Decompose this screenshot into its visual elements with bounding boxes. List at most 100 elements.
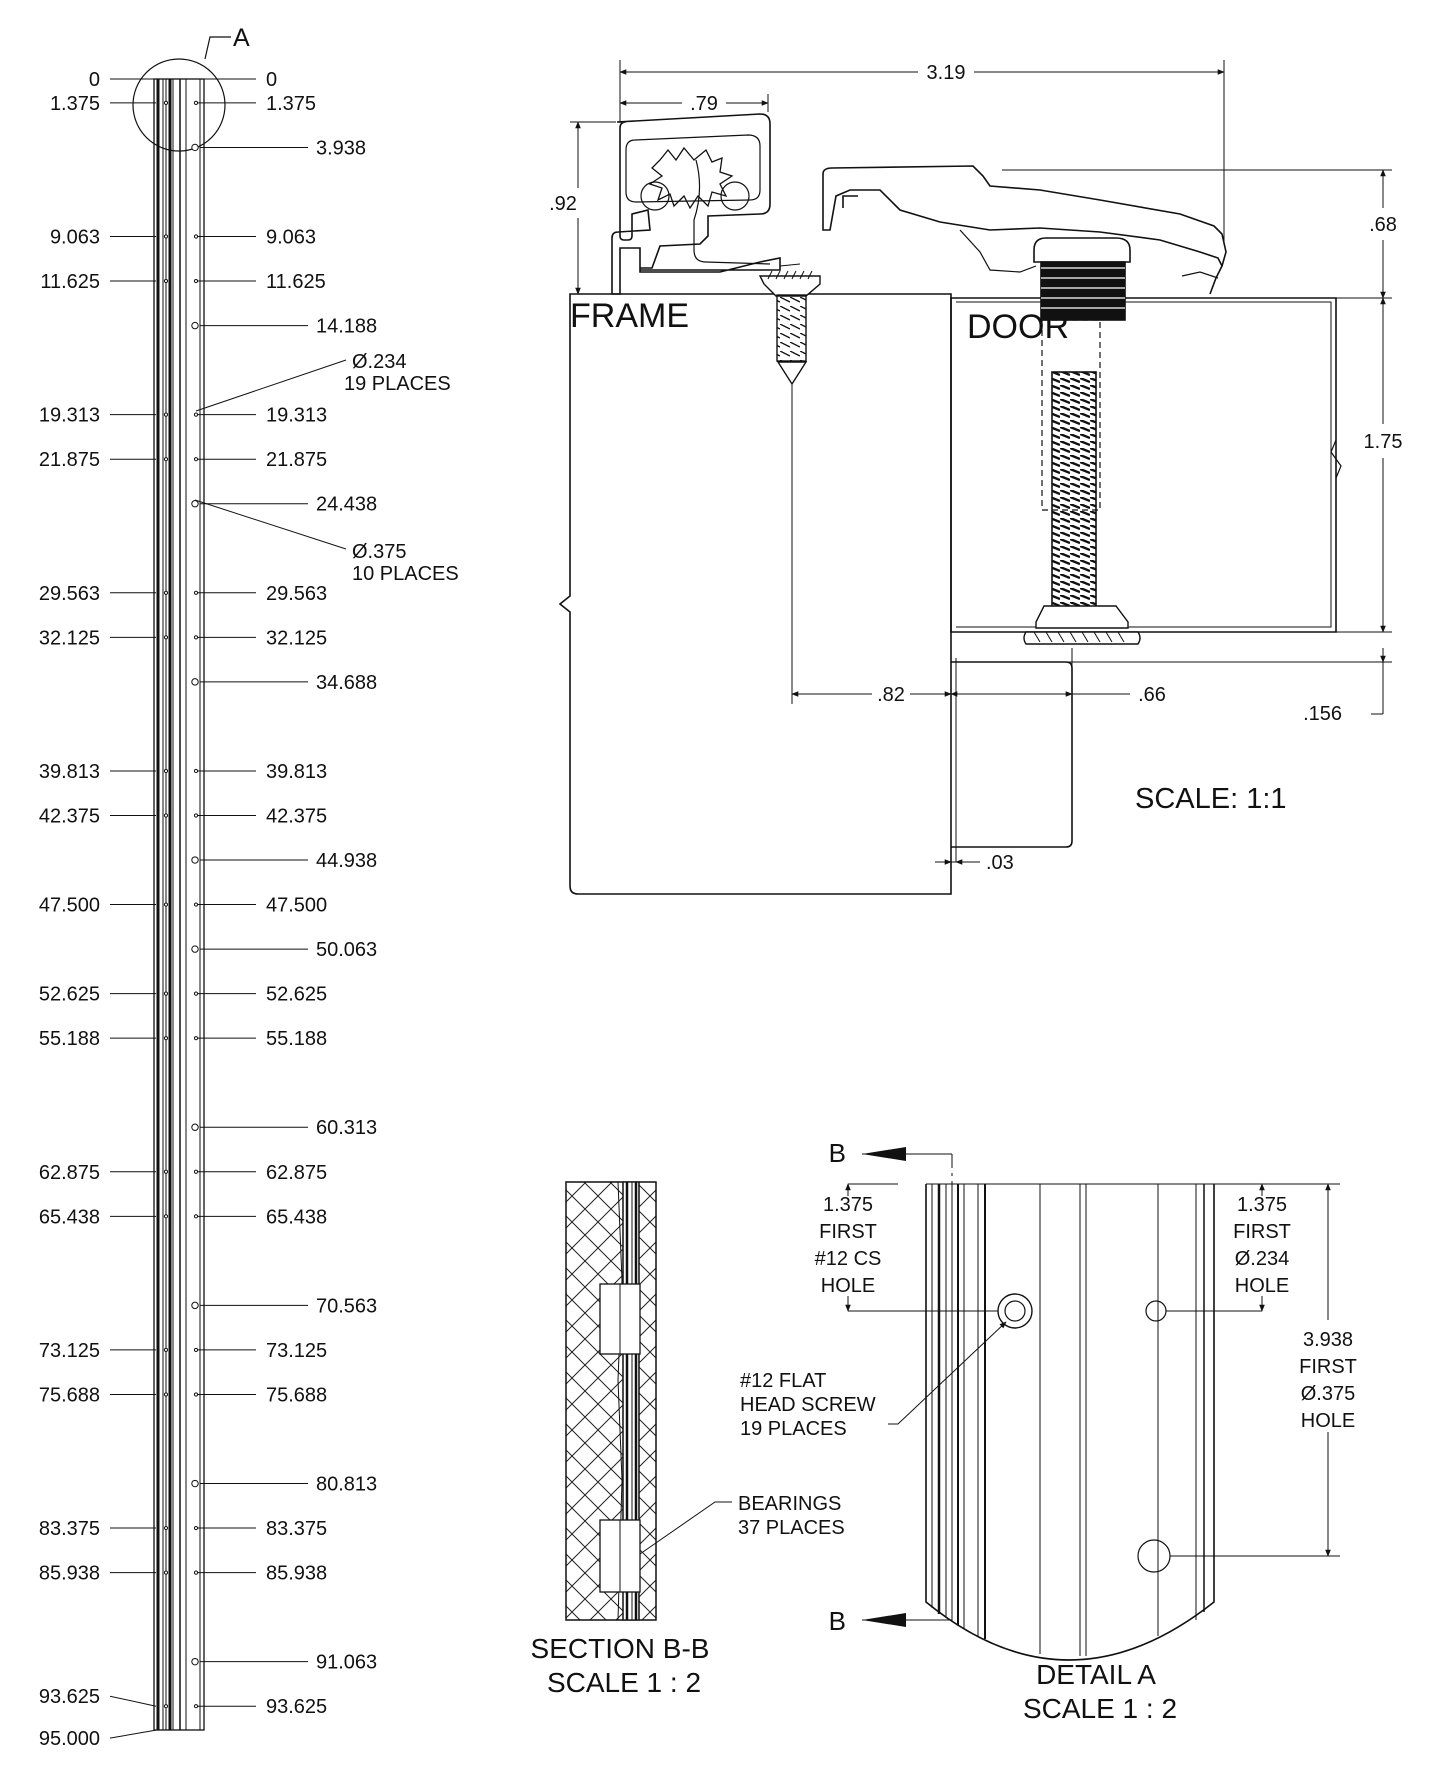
strip-hole-large [191,1479,199,1488]
strip-hole-small [163,1214,169,1219]
right-dim-label: 62.875 [266,1162,327,1184]
dim-door-leaf-height: .68 [1369,214,1397,236]
left-dim-label: 47.500 [39,895,100,917]
strip-hole-small [193,991,199,996]
strip-hole-small [193,1392,199,1397]
large-hole-note-count: 10 PLACES [352,563,459,585]
left-dim-label: 1.375 [50,93,100,115]
right-dim-label: 73.125 [266,1340,327,1362]
strip-hole-small [163,1392,169,1397]
left-dim-label: 32.125 [39,627,100,649]
left-dim-label: 85.938 [39,1563,100,1585]
door-label: DOOR [967,308,1069,346]
strip-hole-large [191,321,199,330]
left-dim-label: 83.375 [39,1518,100,1540]
strip-hole-small [193,457,199,462]
strip-hole-small [193,1570,199,1575]
large-hole-note-diameter: Ø.375 [352,541,406,563]
right-dim-label-large: 91.063 [316,1652,377,1674]
svg-text:HOLE: HOLE [821,1275,875,1297]
strip-hole-small [163,635,169,640]
dim-side-gap: .03 [986,852,1014,874]
svg-text:HOLE: HOLE [1235,1275,1289,1297]
left-dim-leader [109,1695,157,1707]
large-hole-first-note: 3.938 FIRST Ø.375 HOLE [1299,1329,1357,1432]
section-scale-label: SCALE: 1:1 [1135,783,1287,815]
strip-hole-small [163,1570,169,1575]
right-dim-label: 55.188 [266,1028,327,1050]
strip-hole-small [163,100,169,105]
right-dim-label: 9.063 [266,227,316,249]
strip-hole-small [163,1036,169,1041]
svg-text:1.375: 1.375 [1237,1194,1287,1216]
strip-hole-large [191,500,199,508]
svg-text:HEAD SCREW: HEAD SCREW [740,1394,876,1416]
strip-hole-small [163,1347,169,1353]
strip-hole-small [193,1525,199,1531]
right-dim-label: 1.375 [266,93,316,115]
detail-a-scale: SCALE 1 : 2 [1023,1693,1177,1724]
flat-head-screw-note: #12 FLAT HEAD SCREW 19 PLACES [740,1370,876,1440]
right-dim-label: 47.500 [266,895,327,917]
right-dim-label: 19.313 [266,405,327,427]
strip-hole-large [191,945,199,953]
right-dim-label: 21.875 [266,449,327,471]
dim-knuckle-width: .79 [690,93,718,115]
strip-hole-small [193,813,199,818]
strip-hole-small [193,1214,199,1219]
strip-hole-small [193,1036,199,1041]
left-dim-label: 42.375 [39,805,100,827]
dim-frame-screw-offset: .82 [877,684,905,706]
right-dim-label-large: 3.938 [316,137,366,159]
section-bb-view [565,1181,732,1621]
strip-hole-large [191,678,199,686]
svg-text:1.375: 1.375 [823,1194,873,1216]
section-bb-title: SECTION B-B [531,1633,710,1664]
strip-dimension-labels: 01.3759.06311.62519.31321.87529.56332.12… [39,69,377,1750]
right-dim-label-large: 80.813 [316,1474,377,1496]
left-dim-label: 21.875 [39,449,100,471]
right-dim-label: 65.438 [266,1206,327,1228]
strip-hole-small [163,813,169,818]
section-bb-scale: SCALE 1 : 2 [547,1667,701,1698]
bearing-note-line1: BEARINGS [738,1493,841,1515]
strip-hole-small [193,590,199,595]
right-dim-label: 85.938 [266,1563,327,1585]
right-dim-label: 75.688 [266,1384,327,1406]
svg-text:FIRST: FIRST [819,1221,877,1243]
strip-hole-large [191,1657,199,1666]
dim-door-offset: .66 [1138,684,1166,706]
svg-text:FIRST: FIRST [1233,1221,1291,1243]
strip-hole-small [163,412,169,417]
left-dim-label: 9.063 [50,227,100,249]
left-dim-label: 19.313 [39,405,100,427]
svg-text:FIRST: FIRST [1299,1356,1357,1378]
left-dim-label: 93.625 [39,1686,100,1708]
strip-hole-large [191,143,199,152]
dim-door-thickness: 1.75 [1364,431,1403,453]
detail-a-circle [132,58,226,152]
svg-text:Ø.375: Ø.375 [1301,1383,1355,1405]
strip-hole-small [193,1169,199,1174]
left-dim-label: 95.000 [39,1728,100,1750]
strip-hole-large [191,1123,199,1131]
strip-hole-small [163,457,169,462]
strip-hole-small [193,635,199,640]
section-marker-bottom: B [829,1606,846,1636]
right-dim-label-large: 34.688 [316,672,377,694]
left-dim-label: 73.125 [39,1340,100,1362]
right-dim-label-large: 24.438 [316,494,377,516]
right-dim-label-large: 70.563 [316,1295,377,1317]
strip-hole-large [191,1301,199,1310]
strip-hole-small [193,768,199,774]
strip-hole-small [193,1704,199,1709]
svg-text:#12 CS: #12 CS [815,1248,882,1270]
left-dim-leader [109,1729,157,1739]
strip-hole-small [163,902,169,907]
right-dim-label: 83.375 [266,1518,327,1540]
strip-hole-small [163,590,169,595]
left-dim-label: 65.438 [39,1206,100,1228]
left-dim-label: 11.625 [40,271,100,293]
right-dim-label-large: 50.063 [316,939,377,961]
left-dim-label: 0 [89,69,100,91]
